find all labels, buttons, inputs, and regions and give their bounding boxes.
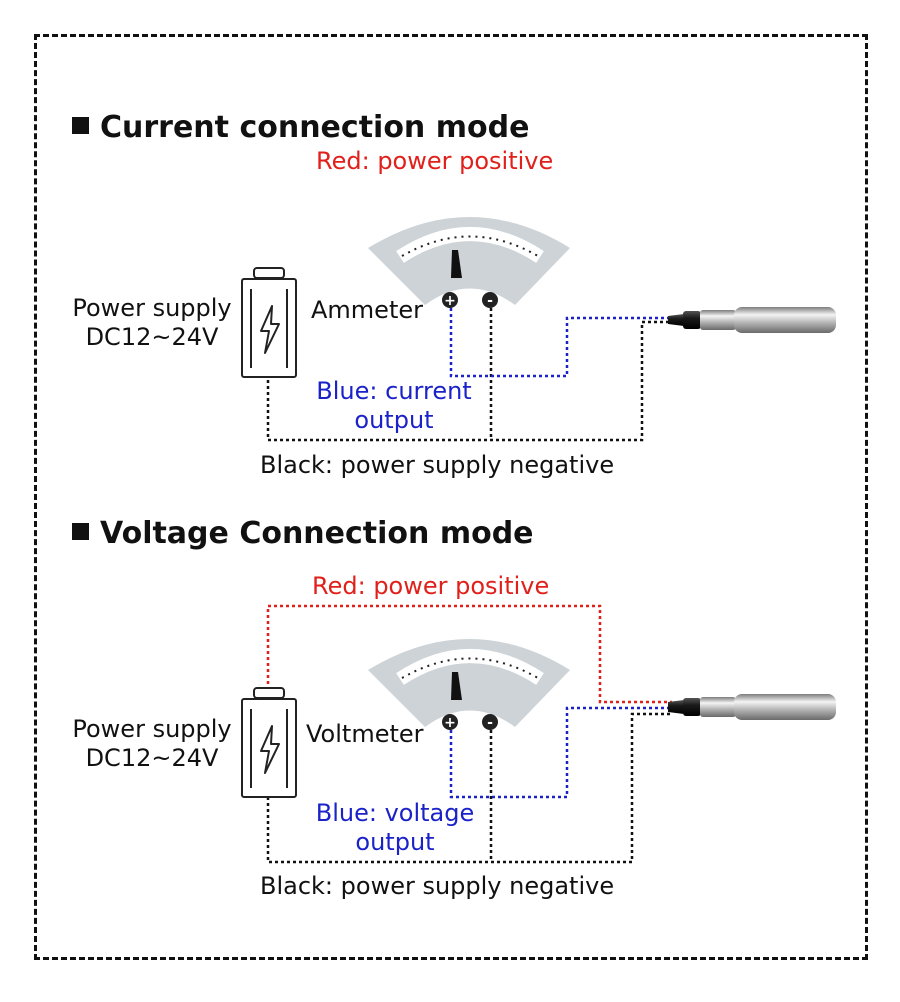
blue-wire: [449, 308, 672, 378]
power-supply-label: Power supply DC12~24V: [64, 294, 240, 352]
blue-wire-label-line2: output: [355, 827, 435, 856]
diagram-frame: [34, 34, 868, 960]
black-wire-label: Black: power supply negative: [260, 451, 615, 479]
needle-icon: [451, 250, 462, 278]
red-wire-label: Red: power positive: [312, 572, 550, 600]
ammeter-label: Ammeter: [311, 296, 423, 324]
voltmeter-label: Voltmeter: [306, 720, 424, 748]
battery-icon: [241, 267, 297, 378]
power-supply-name: Power supply: [72, 294, 232, 322]
section-title-current: Current connection mode: [72, 110, 529, 145]
blue-wire: [449, 706, 672, 799]
power-supply-voltage: DC12~24V: [85, 743, 219, 772]
minus-sign: -: [487, 715, 493, 731]
power-supply-voltage: DC12~24V: [85, 322, 219, 351]
sensor-probe-icon: [668, 307, 836, 333]
plus-sign: +: [444, 715, 456, 731]
black-wire-label: Black: power supply negative: [260, 872, 615, 900]
power-supply-name: Power supply: [72, 715, 232, 743]
minus-terminal: [482, 292, 498, 308]
battery-icon: [241, 687, 297, 798]
black-wire: [266, 712, 672, 864]
needle-icon: [451, 672, 462, 700]
lightning-icon: [260, 305, 280, 354]
minus-sign: -: [487, 293, 493, 309]
sensor-probe-icon: [668, 694, 836, 720]
meter-icon: + -: [368, 639, 570, 731]
minus-terminal: [482, 714, 498, 730]
red-wire-label: Red: power positive: [316, 147, 554, 175]
blue-wire-label-line1: Blue: voltage: [315, 799, 475, 827]
bullet-square-icon: [72, 523, 89, 540]
blue-wire-label: Blue: current output: [306, 377, 482, 435]
bullet-square-icon: [72, 117, 89, 134]
lightning-icon: [260, 725, 280, 774]
blue-wire-label-line2: output: [354, 405, 434, 434]
plus-terminal: [442, 292, 458, 308]
red-wire: [266, 604, 672, 704]
power-supply-label: Power supply DC12~24V: [64, 715, 240, 773]
section-title-voltage: Voltage Connection mode: [72, 516, 534, 551]
black-wire: [266, 320, 672, 442]
plus-terminal: [442, 714, 458, 730]
blue-wire-label-line1: Blue: current: [316, 377, 472, 405]
plus-sign: +: [444, 293, 456, 309]
meter-icon: + -: [368, 217, 570, 309]
blue-wire-label: Blue: voltage output: [306, 799, 484, 857]
